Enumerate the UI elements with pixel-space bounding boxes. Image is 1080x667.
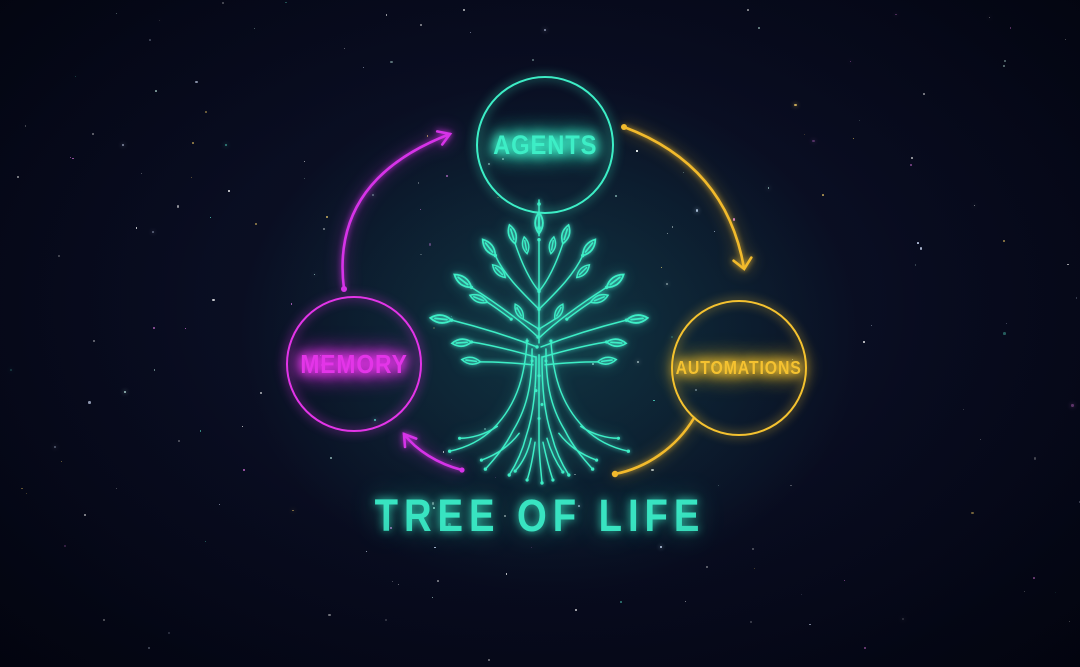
tree-of-life-illustration bbox=[429, 199, 650, 485]
diagram-title: TREE OF LIFE bbox=[374, 490, 706, 541]
node-automations: AUTOMATIONS bbox=[671, 300, 807, 436]
node-automations-label: AUTOMATIONS bbox=[675, 357, 803, 378]
node-memory-label: MEMORY bbox=[300, 348, 408, 379]
node-agents: AGENTS bbox=[476, 76, 614, 214]
node-agents-label: AGENTS bbox=[492, 129, 598, 160]
node-memory: MEMORY bbox=[286, 296, 422, 432]
